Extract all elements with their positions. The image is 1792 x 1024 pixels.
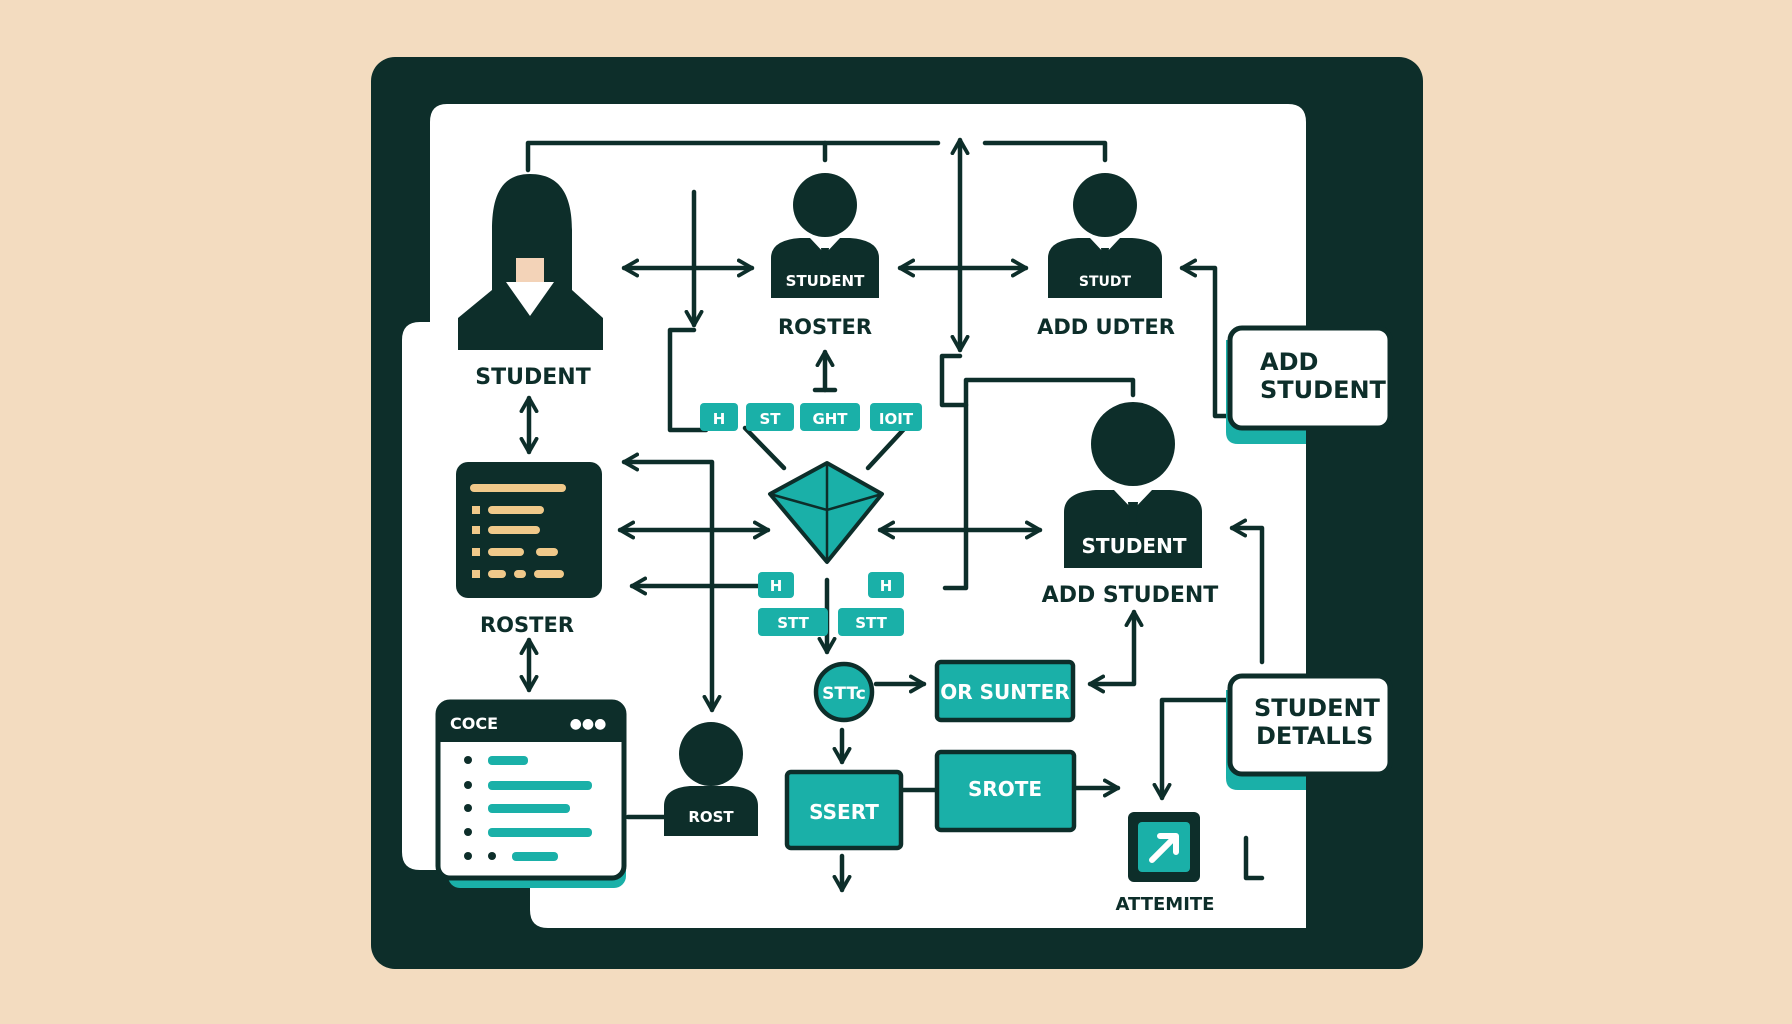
- chip-label: STT: [855, 614, 887, 632]
- srote-box[interactable]: SROTE: [934, 749, 1077, 833]
- chip[interactable]: [800, 403, 860, 431]
- student-right-badge: STUDENT: [1082, 534, 1187, 558]
- student-details-card[interactable]: STUDENT DETALLS: [1226, 673, 1393, 790]
- chip[interactable]: [700, 403, 738, 431]
- student-details-card-line: DETALLS: [1256, 722, 1373, 750]
- code-lines: [464, 756, 592, 861]
- gem-icon[interactable]: [768, 461, 884, 564]
- roster-top-label: ROSTER: [778, 315, 872, 339]
- student-female-label: STUDENT: [475, 365, 590, 390]
- add-udter-node[interactable]: STUDT ADD UDTER: [1037, 173, 1175, 339]
- chip[interactable]: [758, 608, 828, 636]
- chips-top: H ST GHT IOIT: [700, 403, 922, 431]
- chip-label: GHT: [812, 410, 848, 428]
- chip[interactable]: [870, 403, 922, 431]
- chip-label: ST: [759, 410, 781, 428]
- list-document-icon: [456, 462, 602, 598]
- student-female-node[interactable]: STUDENT: [458, 174, 603, 390]
- arrow-up-right-icon: [1149, 833, 1179, 863]
- roster-top-badge: STUDENT: [786, 272, 865, 290]
- chip-label: STT: [777, 614, 809, 632]
- or-sunter-label: OR SUNTER: [940, 680, 1069, 704]
- circle-node-label: STTc: [822, 684, 866, 704]
- roster-list-node[interactable]: ROSTER: [456, 462, 602, 637]
- ssert-box[interactable]: SSERT: [784, 769, 904, 851]
- student-right-label: ADD STUDENT: [1042, 583, 1219, 608]
- person-tie-icon: [771, 173, 879, 298]
- chip-label: IOIT: [879, 410, 914, 428]
- code-window-title: COCE: [450, 714, 498, 733]
- chips-mid: H H STT STT: [758, 572, 904, 636]
- attemite-label: ATTEMITE: [1116, 894, 1215, 915]
- person-tie-icon: [1048, 173, 1162, 298]
- person-icon: [664, 722, 758, 836]
- attemite-node[interactable]: ATTEMITE: [1116, 812, 1215, 915]
- code-window-node[interactable]: COCE ●●●: [435, 699, 627, 888]
- srote-label: SROTE: [968, 777, 1042, 801]
- ssert-label: SSERT: [809, 800, 879, 824]
- student-right-node[interactable]: STUDENT ADD STUDENT: [1042, 402, 1219, 608]
- or-sunter-box[interactable]: OR SUNTER: [934, 659, 1076, 723]
- female-person-icon: [458, 174, 603, 350]
- roster-top-node[interactable]: STUDENT ROSTER: [771, 173, 879, 339]
- circle-node[interactable]: STTc: [813, 661, 875, 723]
- chip-label: H: [713, 410, 726, 428]
- person-tie-icon: [1064, 402, 1202, 568]
- student-details-card-line: STUDENT: [1254, 694, 1381, 722]
- chip-label: H: [770, 577, 783, 595]
- chip[interactable]: [868, 572, 904, 598]
- add-udter-badge: STUDT: [1079, 274, 1132, 290]
- code-window-dots: ●●●: [570, 716, 607, 732]
- rost-person-node[interactable]: ROST: [664, 722, 758, 836]
- roster-list-label: ROSTER: [480, 613, 574, 637]
- chip[interactable]: [746, 403, 794, 431]
- chip[interactable]: [758, 572, 794, 598]
- add-student-card-line: STUDENT: [1260, 376, 1387, 404]
- add-udter-label: ADD UDTER: [1037, 315, 1175, 339]
- connectors: [519, 137, 1265, 893]
- add-student-card[interactable]: ADD STUDENT: [1226, 325, 1393, 444]
- rost-badge: ROST: [688, 808, 734, 826]
- chip-label: H: [880, 577, 893, 595]
- add-student-card-line: ADD: [1260, 348, 1318, 376]
- chip[interactable]: [838, 608, 904, 636]
